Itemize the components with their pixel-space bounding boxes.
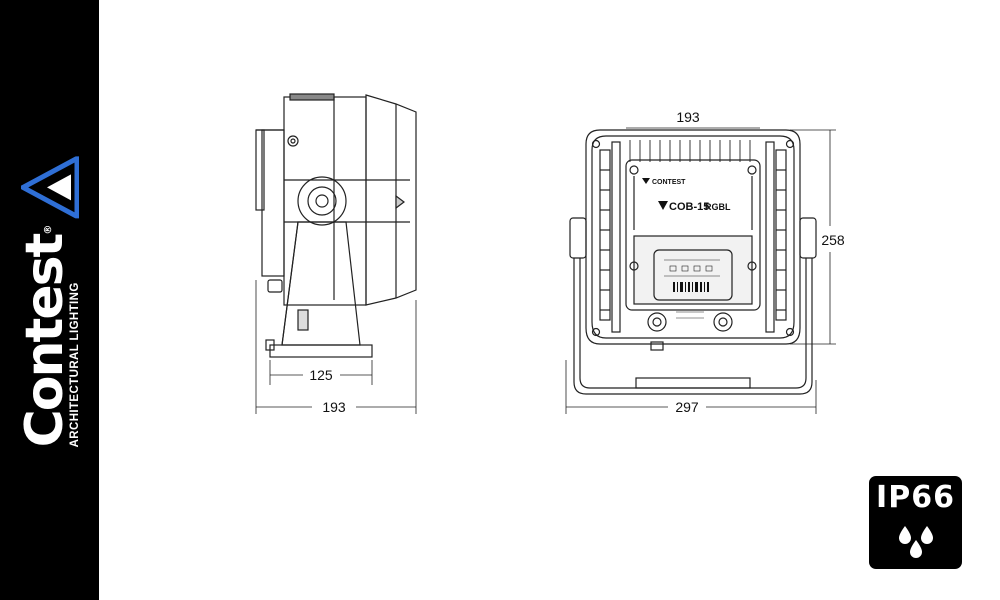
side-bracket — [281, 221, 361, 346]
u-bracket — [573, 258, 813, 395]
right-tilt-knob — [799, 217, 817, 259]
front-top-fins — [629, 140, 751, 162]
dim-front-height: 258 — [821, 232, 845, 248]
side-view — [255, 93, 417, 414]
barcode — [673, 282, 709, 292]
model-triangle-icon — [658, 201, 668, 210]
front-center-panel — [625, 159, 761, 311]
front-view — [565, 127, 836, 414]
front-right-fins — [765, 141, 787, 333]
side-pivot-knob — [297, 176, 347, 226]
side-front-bezel — [365, 94, 417, 306]
nameplate-brand: CONTEST — [652, 179, 686, 186]
front-housing — [585, 129, 801, 345]
cable-gland-right — [713, 312, 733, 332]
model-suffix: RGBL — [705, 202, 731, 212]
front-label-plate — [653, 249, 733, 301]
ip66-badge: IP66 — [869, 476, 962, 569]
dim-side-base-width: 125 — [309, 367, 333, 383]
front-left-fins — [599, 141, 621, 333]
dim-front-total-width: 297 — [675, 399, 699, 415]
side-rear-housing — [261, 129, 285, 277]
ip-rating-label: IP66 — [876, 480, 955, 515]
brand-sidebar: Contest® ARCHITECTURAL LIGHTING — [0, 0, 99, 600]
contest-triangle-icon — [21, 156, 79, 219]
left-tilt-knob — [569, 217, 587, 259]
side-main-body — [283, 96, 367, 306]
nameplate-triangle-icon — [642, 178, 650, 184]
side-base-plate — [269, 344, 373, 358]
model-label: COB-15 — [669, 201, 709, 213]
dim-front-width-top: 193 — [676, 109, 700, 125]
cable-gland-left — [647, 312, 667, 332]
dim-side-depth: 193 — [322, 399, 346, 415]
water-drops-icon — [899, 526, 933, 558]
